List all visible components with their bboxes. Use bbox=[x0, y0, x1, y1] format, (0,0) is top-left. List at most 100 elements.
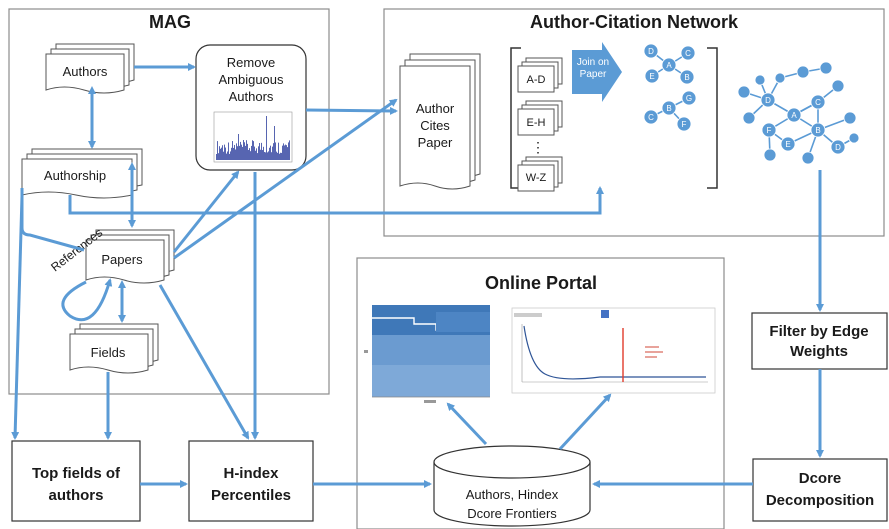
histogram-bar bbox=[242, 146, 243, 160]
histogram-bars bbox=[216, 116, 290, 160]
shard-label: A-D bbox=[527, 74, 546, 86]
shard-e-h: E-H bbox=[517, 100, 563, 136]
remove-label-1: Remove bbox=[227, 55, 275, 70]
histogram-bar bbox=[251, 145, 252, 160]
network-title: Author-Citation Network bbox=[530, 12, 739, 32]
mag-title: MAG bbox=[149, 12, 191, 32]
histogram-bar bbox=[239, 145, 240, 160]
histogram-bar bbox=[265, 152, 266, 160]
histogram-bar bbox=[235, 149, 236, 160]
node-label: B bbox=[684, 73, 689, 82]
author-cites-paper-doc: Author Cites Paper bbox=[399, 53, 481, 190]
histogram-bar bbox=[218, 153, 219, 160]
histogram-bar bbox=[260, 149, 261, 160]
histogram-bar bbox=[240, 141, 241, 160]
histogram-bar bbox=[282, 145, 283, 160]
histogram-bar bbox=[256, 148, 257, 160]
join-on-paper-arrow: Join on Paper bbox=[572, 42, 622, 102]
histogram-bar bbox=[226, 153, 227, 160]
portal-screenshot-heatmap bbox=[364, 305, 490, 403]
node-label: B bbox=[666, 104, 671, 113]
node-label: C bbox=[648, 113, 654, 122]
histogram-bar bbox=[268, 151, 269, 160]
histogram-bar bbox=[222, 145, 223, 160]
node-label: C bbox=[685, 49, 691, 58]
shard-ellipsis: ⋮ bbox=[531, 139, 545, 155]
histogram-bar bbox=[272, 146, 273, 160]
histogram-bar bbox=[261, 142, 262, 160]
histogram-bar bbox=[277, 152, 278, 160]
shards-bracket bbox=[510, 47, 521, 189]
histogram-bar bbox=[264, 152, 265, 160]
histogram-bar bbox=[259, 143, 260, 160]
histogram-bar bbox=[227, 151, 228, 160]
db-label-1: Authors, Hindex bbox=[466, 487, 559, 502]
histogram-bar bbox=[217, 141, 218, 160]
node-label: B bbox=[815, 126, 820, 135]
histogram-bar bbox=[221, 147, 222, 160]
histogram-bar bbox=[253, 141, 254, 160]
small-graph-2: C B G F bbox=[643, 90, 697, 132]
histogram-bar bbox=[279, 153, 280, 160]
hindex-percentiles-box: H-index Percentiles bbox=[188, 440, 314, 522]
filter-label-1: Filter by Edge bbox=[769, 323, 868, 340]
authors-doc: Authors bbox=[45, 43, 135, 94]
histogram-bar bbox=[230, 151, 231, 160]
small-graph-1: D A C E B bbox=[643, 43, 696, 85]
histogram-bar bbox=[289, 140, 290, 160]
join-label-1: Join on bbox=[577, 57, 609, 68]
histogram-bar bbox=[229, 153, 230, 160]
histogram-bar bbox=[258, 146, 259, 160]
histogram-bar bbox=[248, 150, 249, 160]
database-cylinder: Authors, Hindex Dcore Frontiers bbox=[433, 445, 591, 527]
histogram-bar bbox=[241, 144, 242, 160]
histogram-bar bbox=[267, 152, 268, 160]
hindex-label-2: Percentiles bbox=[211, 487, 291, 504]
flow-arrows bbox=[11, 63, 824, 488]
authorship-doc: Authorship bbox=[21, 148, 143, 199]
histogram-bar bbox=[232, 141, 233, 160]
histogram-bar bbox=[233, 147, 234, 160]
papers-doc: Papers bbox=[85, 229, 175, 284]
authors-label: Authors bbox=[63, 64, 108, 79]
histogram-bar bbox=[287, 147, 288, 160]
dcore-label-2: Decomposition bbox=[766, 492, 874, 509]
dcore-decomposition-box: Dcore Decomposition bbox=[752, 458, 888, 522]
histogram-bar bbox=[276, 151, 277, 160]
authorship-label: Authorship bbox=[44, 168, 106, 183]
histogram-bar bbox=[255, 150, 256, 160]
graphs-bracket bbox=[707, 47, 718, 189]
shard-label: W-Z bbox=[526, 172, 547, 184]
node-label: D bbox=[648, 47, 654, 56]
cites-label-3: Paper bbox=[418, 135, 453, 150]
histogram-bar bbox=[252, 140, 253, 160]
shard-w-z: W-Z bbox=[517, 156, 563, 192]
histogram-bar bbox=[243, 140, 244, 160]
cites-label-1: Author bbox=[416, 101, 455, 116]
histogram-bar bbox=[262, 150, 263, 160]
histogram-bar bbox=[274, 126, 275, 160]
histogram-bar bbox=[266, 116, 267, 160]
node-label: A bbox=[666, 61, 672, 70]
hindex-label-1: H-index bbox=[223, 465, 279, 482]
histogram-bar bbox=[245, 145, 246, 160]
histogram-bar bbox=[231, 147, 232, 160]
histogram-bar bbox=[280, 152, 281, 160]
histogram-bar bbox=[275, 142, 276, 160]
node-label: G bbox=[686, 94, 692, 103]
remove-ambiguous-box: Remove Ambiguous Authors bbox=[195, 44, 307, 171]
papers-label: Papers bbox=[101, 252, 143, 267]
combined-graph: D A C F B E D bbox=[737, 61, 860, 165]
histogram-bar bbox=[219, 146, 220, 160]
histogram-bar bbox=[288, 142, 289, 160]
histogram-bar bbox=[237, 146, 238, 160]
histogram-bar bbox=[270, 145, 271, 160]
topfields-label-1: Top fields of bbox=[32, 465, 121, 482]
histogram-bar bbox=[257, 153, 258, 160]
filter-edge-weights-box: Filter by Edge Weights bbox=[751, 312, 888, 370]
histogram-bar bbox=[216, 154, 217, 160]
histogram-bar bbox=[281, 152, 282, 160]
histogram-bar bbox=[269, 147, 270, 160]
